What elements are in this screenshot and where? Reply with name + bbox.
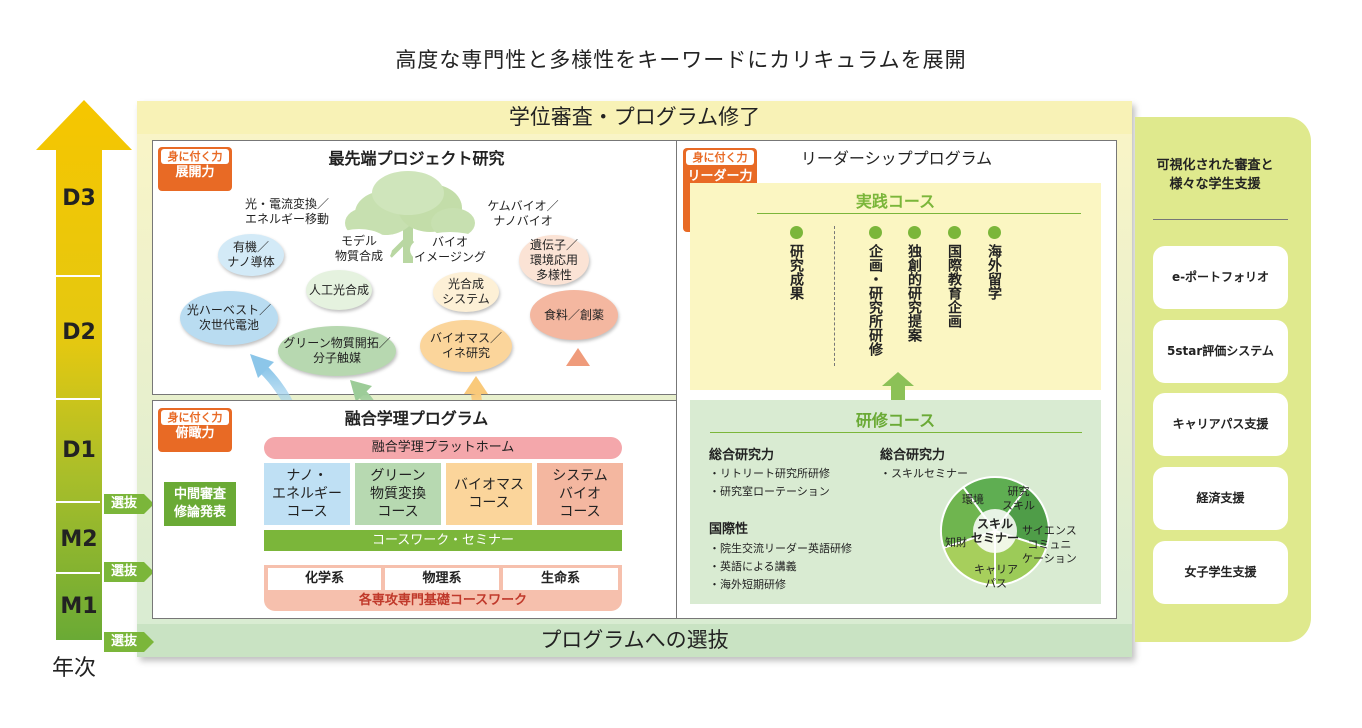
topic-artificial-photosynthesis: 人工光合成 (306, 270, 372, 310)
training-item: ・英語による講義 (709, 560, 797, 573)
topic-light-harvest: 光ハーベスト／ 次世代電池 (180, 291, 278, 345)
support-5star-evaluation: 5star評価システム (1153, 320, 1288, 383)
training-item: ・スキルセミナー (880, 467, 968, 480)
year-divider (56, 275, 100, 277)
project-skill-badge: 身に付く力 展開力 (158, 147, 232, 191)
bullet-dot-icon (988, 226, 1001, 239)
training-item: ・研究室ローテーション (709, 485, 830, 498)
leadership-program-title: リーダーシッププログラム (800, 149, 993, 168)
training-item: ・院生交流リーダー英語研修 (709, 542, 852, 555)
topic-chembio: ケムバイオ／ ナノバイオ (487, 199, 559, 228)
course-system-bio: システム バイオ コース (537, 463, 623, 525)
training-item: ・リトリート研究所研修 (709, 467, 830, 480)
training-item: ・海外短期研修 (709, 578, 786, 591)
skill-seminar-pie (940, 476, 1050, 587)
midterm-review-box: 中間審査 修論発表 (164, 482, 236, 526)
practice-course-title: 実践コース (855, 192, 936, 211)
course-nano-energy: ナノ・ エネルギー コース (264, 463, 350, 525)
program-selection-bar: プログラムへの選抜 (137, 624, 1132, 657)
project-research-title: 最先端プロジェクト研究 (328, 149, 505, 168)
support-career-path: キャリアパス支援 (1153, 393, 1288, 456)
selection-arrow: 選抜 (104, 494, 160, 514)
pie-center-label: スキル セミナー (971, 517, 1020, 545)
topic-biomass-rice: バイオマス／ イネ研究 (420, 320, 512, 372)
bullet-dot-icon (948, 226, 961, 239)
year-divider (56, 398, 100, 400)
topic-bioimaging: バイオ イメージング (410, 232, 490, 268)
bullet-dot-icon (790, 226, 803, 239)
training-group-title: 国際性 (709, 522, 749, 537)
topic-photosystem: 光合成 システム (433, 272, 499, 312)
year-divider (56, 572, 100, 574)
support-e-portfolio: e-ポートフォリオ (1153, 246, 1288, 309)
practice-course-box (690, 183, 1101, 390)
practice-item-study-abroad: 海外留学 (986, 244, 1002, 300)
fusion-skill-badge: 身に付く力 俯瞰力 (158, 408, 232, 452)
practice-item-results: 研究成果 (788, 244, 804, 300)
training-course-title: 研修コース (855, 411, 936, 430)
topic-opto-electric: 光・電流変換／ エネルギー移動 (244, 197, 329, 226)
basic-coursework-label: 各専攻専門基礎コースワーク (358, 593, 528, 608)
field-physics: 物理系 (385, 568, 499, 590)
selection-arrow: 選抜 (104, 632, 160, 652)
practice-item-intl-education: 国際教育企画 (946, 244, 962, 328)
degree-review-bar: 学位審査・プログラム修了 (137, 101, 1132, 134)
pie-center (973, 509, 1017, 553)
topic-gene-environment: 遺伝子／ 環境応用 多様性 (519, 235, 589, 285)
bullet-dot-icon (908, 226, 921, 239)
year-axis-arrow (36, 100, 132, 640)
field-biology: 生命系 (503, 568, 618, 590)
year-d3: D3 (62, 186, 96, 211)
fusion-platform-bar: 融合学理プラットホーム (264, 437, 622, 459)
pie-label-science-communication: サイエンス コミュニ ケーション (1022, 524, 1077, 565)
coursework-seminar-bar: コースワーク・セミナー (264, 530, 622, 551)
pie-label-career-path: キャリア パス (974, 563, 1018, 590)
pie-label-environment: 環境 (962, 493, 984, 506)
practice-item-planning: 企画・研究所研修 (867, 244, 883, 356)
practice-divider (757, 213, 1081, 214)
topic-model-synthesis: モデル 物質合成 (326, 229, 392, 269)
fusion-program-title: 融合学理プログラム (344, 409, 489, 428)
support-title: 可視化された審査と 様々な学生支援 (1156, 158, 1274, 192)
year-m2: M2 (60, 527, 98, 552)
up-arrow-icon (882, 372, 914, 400)
support-divider (1153, 219, 1288, 220)
selection-arrow: 選抜 (104, 562, 160, 582)
support-financial: 経済支援 (1153, 467, 1288, 530)
field-chemistry: 化学系 (268, 568, 381, 590)
course-biomass: バイオマス コース (446, 463, 532, 525)
tree-icon (345, 171, 475, 263)
year-d1: D1 (62, 438, 96, 463)
bullet-dot-icon (869, 226, 882, 239)
year-d2: D2 (62, 320, 96, 345)
year-axis-label: 年次 (52, 656, 97, 681)
training-group-title: 総合研究力 (880, 448, 946, 463)
training-group-title: 総合研究力 (709, 448, 775, 463)
diagram-title: 高度な専門性と多様性をキーワードにカリキュラムを展開 (395, 48, 967, 72)
topic-green-materials: グリーン物質開拓／ 分子触媒 (278, 326, 396, 376)
support-female-students: 女子学生支援 (1153, 541, 1288, 604)
year-divider (56, 501, 100, 503)
practice-item-proposal: 独創的研究提案 (906, 244, 922, 342)
pie-label-research-skill: 研究 スキル (1002, 485, 1035, 512)
course-green-materials: グリーン 物質変換 コース (355, 463, 441, 525)
training-divider (710, 432, 1082, 433)
year-m1: M1 (60, 594, 98, 619)
pie-label-ip: 知財 (945, 536, 967, 549)
topic-organic-nano: 有機／ ナノ導体 (218, 234, 284, 276)
topic-food-drug: 食料／創薬 (530, 290, 618, 340)
practice-dashed-divider (834, 226, 835, 366)
pie-segment (961, 476, 1029, 533)
